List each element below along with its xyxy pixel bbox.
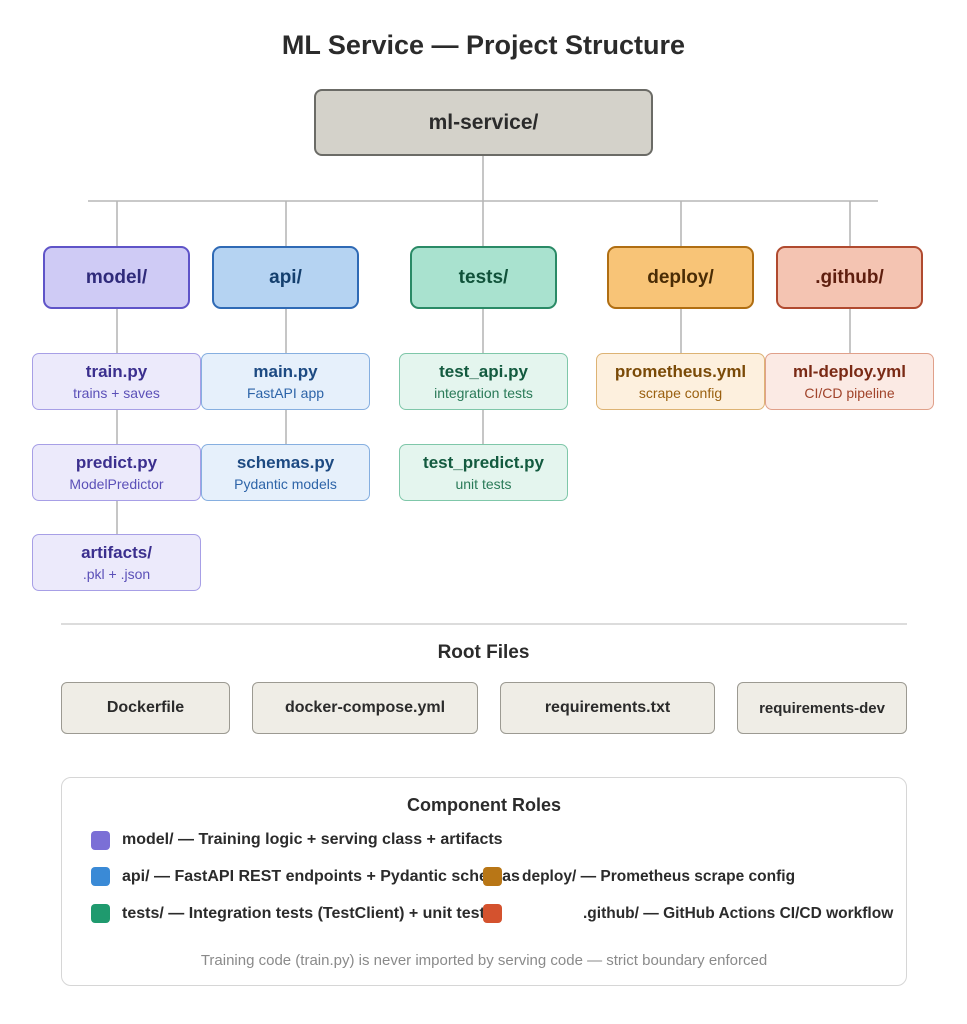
model-swatch [91,831,110,850]
file-name: predict.py [75,452,158,472]
prometheus-file-node: prometheus.yml scrape config [596,353,765,410]
file-desc: FastAPI app [246,384,325,401]
api-swatch [91,867,110,886]
legend-tests-text: tests/ — Integration tests (TestClient) … [122,905,494,922]
legend-model-text: model/ — Training logic + serving class … [122,831,503,848]
file-name: prometheus.yml [614,361,747,381]
file-desc: integration tests [434,384,533,401]
requirements-node: requirements.txt [500,682,715,734]
file-name: train.py [85,361,148,381]
schemas-file-node: schemas.py Pydantic models [201,444,370,501]
root-folder-node: ml-service/ [314,89,653,156]
docker-compose-node: docker-compose.yml [252,682,478,734]
file-name: test_predict.py [423,452,544,472]
root-files-title: Root Files [437,642,530,663]
artifacts-folder-node: artifacts/ .pkl + .json [32,534,201,591]
legend-api-text: api/ — FastAPI REST endpoints + Pydantic… [122,868,520,885]
diagram-title: ML Service — Project Structure [281,30,686,60]
file-name: ml-deploy.yml [792,361,907,381]
main-file-node: main.py FastAPI app [201,353,370,410]
github-swatch [483,904,502,923]
test-predict-file-node: test_predict.py unit tests [399,444,568,501]
deploy-swatch [483,867,502,886]
predict-file-node: predict.py ModelPredictor [32,444,201,501]
file-name: test_api.py [439,361,528,381]
tests-swatch [91,904,110,923]
file-desc: Pydantic models [234,475,337,492]
file-desc: CI/CD pipeline [804,384,895,401]
api-folder-node: api/ [212,246,359,309]
tests-folder-node: tests/ [410,246,557,309]
file-desc: trains + saves [73,384,160,401]
deploy-folder-node: deploy/ [607,246,754,309]
boundary-note: Training code (train.py) is never import… [200,952,768,969]
requirements-dev-node: requirements-dev [737,682,907,734]
dockerfile-node: Dockerfile [61,682,230,734]
ml-deploy-file-node: ml-deploy.yml CI/CD pipeline [765,353,934,410]
legend-github-text: .github/ — GitHub Actions CI/CD workflow [583,905,894,922]
legend-deploy-text: deploy/ — Prometheus scrape config [522,868,796,885]
file-desc: unit tests [455,475,512,492]
file-desc: .pkl + .json [82,565,151,582]
legend-title: Component Roles [406,795,561,815]
model-folder-node: model/ [43,246,190,309]
file-name: main.py [253,361,318,381]
github-folder-node: .github/ [776,246,923,309]
file-name: artifacts/ [81,542,152,562]
file-name: schemas.py [236,452,335,472]
file-desc: ModelPredictor [69,475,164,492]
test-api-file-node: test_api.py integration tests [399,353,568,410]
train-file-node: train.py trains + saves [32,353,201,410]
file-desc: scrape config [638,384,723,401]
